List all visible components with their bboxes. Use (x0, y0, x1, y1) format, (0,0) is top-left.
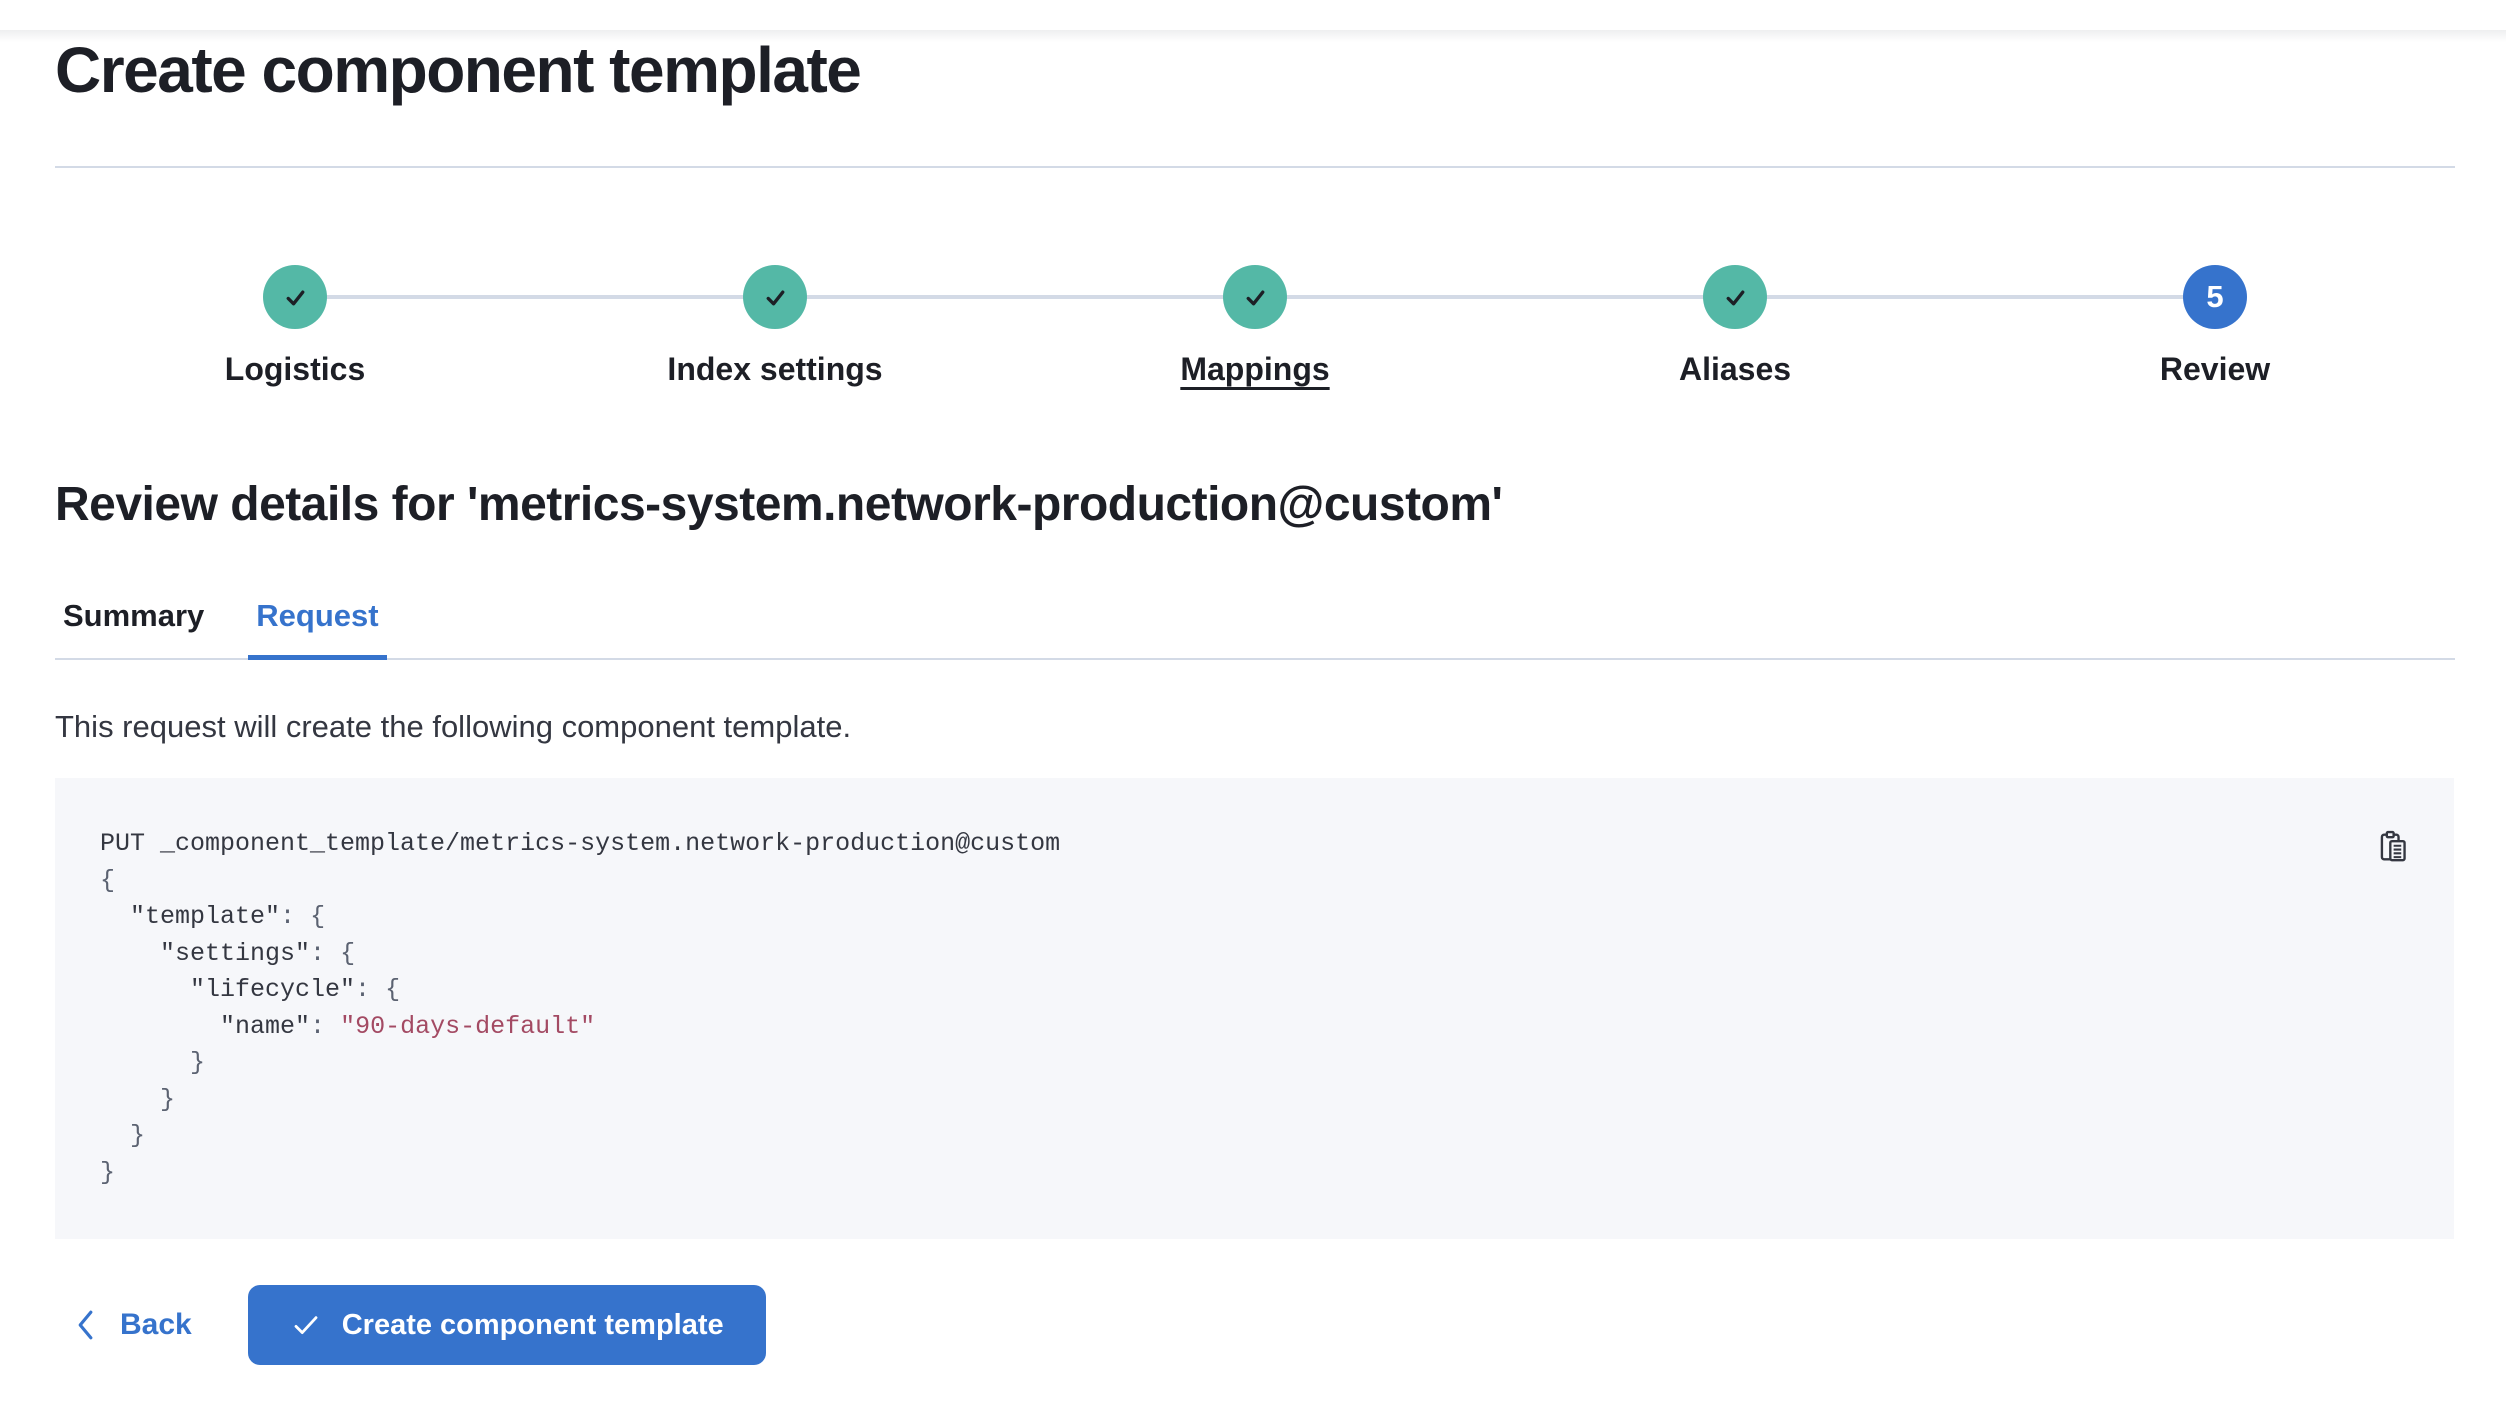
page-title: Create component template (55, 34, 862, 106)
tab-label: Summary (63, 598, 205, 633)
step-complete-check-icon (1246, 290, 1264, 305)
footer-actions: Back Create component template (55, 1285, 2455, 1365)
request-code-block: PUT _component_template/metrics-system.n… (55, 778, 2454, 1239)
copy-clipboard-icon (2380, 830, 2406, 862)
create-component-template-page: Create component template Logistics Inde… (55, 30, 2455, 1365)
step-complete-check-icon (766, 290, 784, 305)
step-number: 5 (2206, 279, 2224, 314)
step-status-circle: 5 (2183, 265, 2247, 329)
step-status-circle (1223, 265, 1287, 329)
code-line: } (160, 1084, 176, 1114)
step-status-circle (1703, 265, 1767, 329)
code-line: PUT _component_template/metrics-system.n… (100, 829, 1061, 858)
create-component-template-button[interactable]: Create component template (247, 1285, 766, 1365)
code-line: "name": "90-days-default" (220, 1011, 596, 1041)
step-label: Review (2159, 351, 2271, 387)
step-mappings[interactable]: Mappings (1015, 265, 1495, 390)
step-complete-check-icon (1726, 290, 1744, 305)
back-button[interactable]: Back (55, 1308, 192, 1342)
tab-request[interactable]: Request (248, 598, 387, 660)
back-button-label: Back (120, 1308, 192, 1341)
step-complete-check-icon (286, 290, 304, 305)
code-line: "lifecycle": { (190, 975, 401, 1004)
create-button-label: Create component template (341, 1308, 724, 1341)
request-code: PUT _component_template/metrics-system.n… (100, 826, 2409, 1191)
copy-button[interactable] (2374, 828, 2412, 866)
step-indicator: Logistics Index settings Mappings Aliase… (55, 265, 2455, 390)
title-divider (55, 166, 2455, 168)
chevron-left-icon (78, 1310, 93, 1340)
code-line: { (100, 865, 116, 895)
step-label: Mappings (1180, 351, 1330, 387)
code-line: "template": { (130, 902, 326, 931)
check-icon (294, 1316, 318, 1334)
step-label: Aliases (1678, 351, 1792, 387)
code-line: } (100, 1157, 116, 1187)
review-heading: Review details for 'metrics-system.netwo… (55, 478, 1503, 531)
code-line: } (130, 1121, 146, 1150)
step-label: Index settings (667, 351, 883, 387)
step-status-circle (263, 265, 327, 329)
code-line: "settings": { (160, 938, 356, 968)
step-logistics[interactable]: Logistics (55, 265, 535, 390)
tab-bar: Summary Request (55, 598, 2455, 660)
request-description: This request will create the following c… (55, 709, 852, 744)
step-status-circle (743, 265, 807, 329)
step-label: Logistics (224, 351, 366, 387)
tab-summary[interactable]: Summary (55, 598, 212, 658)
code-line: } (190, 1048, 206, 1077)
step-index-settings[interactable]: Index settings (535, 265, 1015, 390)
step-review[interactable]: 5 Review (1975, 265, 2455, 390)
step-aliases[interactable]: Aliases (1495, 265, 1975, 390)
tab-label: Request (256, 598, 379, 633)
